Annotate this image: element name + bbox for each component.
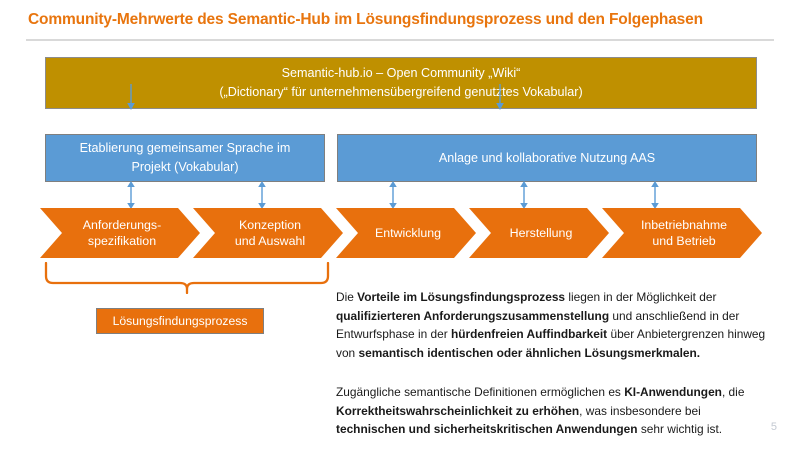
phase-2-line-1: Entwicklung bbox=[374, 225, 442, 240]
connector-blue-right-to-phase-3 bbox=[386, 181, 400, 209]
arrow-updown-icon bbox=[389, 181, 397, 209]
arrow-down-icon bbox=[496, 84, 504, 110]
phase-0-line-1: Anforderungs- bbox=[82, 217, 162, 232]
connector-wiki-to-blue-left bbox=[124, 84, 138, 110]
process-phase-herstellung: Herstellung bbox=[469, 208, 609, 258]
phase-1-line-2: und Auswahl bbox=[234, 234, 306, 248]
phase-4-line-1: Inbetriebnahme bbox=[640, 217, 728, 232]
connector-blue-right-to-phase-5 bbox=[648, 181, 662, 209]
connector-wiki-to-blue-right bbox=[493, 84, 507, 110]
page-title: Community-Mehrwerte des Semantic-Hub im … bbox=[28, 11, 703, 28]
arrow-updown-icon bbox=[520, 181, 528, 209]
page-number: 5 bbox=[770, 421, 777, 433]
arrow-updown-icon bbox=[258, 181, 266, 209]
arrow-updown-icon bbox=[651, 181, 659, 209]
wiki-box-line-2: („Dictionary“ für unternehmensübergreife… bbox=[219, 85, 583, 99]
title-divider bbox=[26, 39, 774, 41]
process-phase-konzeption-und-auswahl: Konzeption und Auswahl bbox=[193, 208, 343, 258]
phase-0-line-2: spezifikation bbox=[87, 234, 157, 248]
connector-blue-left-to-phase-1 bbox=[124, 181, 138, 209]
wiki-box-line-1: Semantic-hub.io – Open Community „Wiki“ bbox=[281, 66, 521, 80]
connector-blue-left-to-phase-2 bbox=[255, 181, 269, 209]
arrow-down-icon bbox=[127, 84, 135, 110]
process-phase-anforderungsspezifikation: Anforderungs- spezifikation bbox=[40, 208, 200, 258]
loesungsfindungsprozess-label: Lösungsfindungsprozess bbox=[96, 308, 264, 334]
phase-1-line-1: Konzeption bbox=[238, 217, 301, 232]
blue-box-aas: Anlage und kollaborative Nutzung AAS bbox=[337, 134, 757, 182]
blue-box-0-line-2: Projekt (Vokabular) bbox=[131, 160, 239, 174]
blue-box-1-line-1: Anlage und kollaborative Nutzung AAS bbox=[438, 150, 656, 165]
arrow-updown-icon bbox=[127, 181, 135, 209]
loesungsfindungsprozess-bracket bbox=[43, 262, 331, 294]
process-phase-inbetriebnahme-und-betrieb: Inbetriebnahme und Betrieb bbox=[602, 208, 762, 258]
process-phase-entwicklung: Entwicklung bbox=[336, 208, 476, 258]
blue-box-vocabulary: Etablierung gemeinsamer Sprache im Proje… bbox=[45, 134, 325, 182]
phase-4-line-2: und Betrieb bbox=[652, 234, 716, 248]
connector-blue-right-to-phase-4 bbox=[517, 181, 531, 209]
benefits-paragraph: Die Vorteile im Lösungsfindungsprozess l… bbox=[336, 290, 766, 360]
phase-3-line-1: Herstellung bbox=[509, 225, 573, 240]
semantic-hub-wiki-box: Semantic-hub.io – Open Community „Wiki“ … bbox=[45, 57, 757, 109]
curly-bracket-icon bbox=[44, 262, 330, 294]
ai-applications-paragraph: Zugängliche semantische Definitionen erm… bbox=[336, 385, 745, 437]
blue-box-0-line-1: Etablierung gemeinsamer Sprache im bbox=[79, 141, 291, 155]
